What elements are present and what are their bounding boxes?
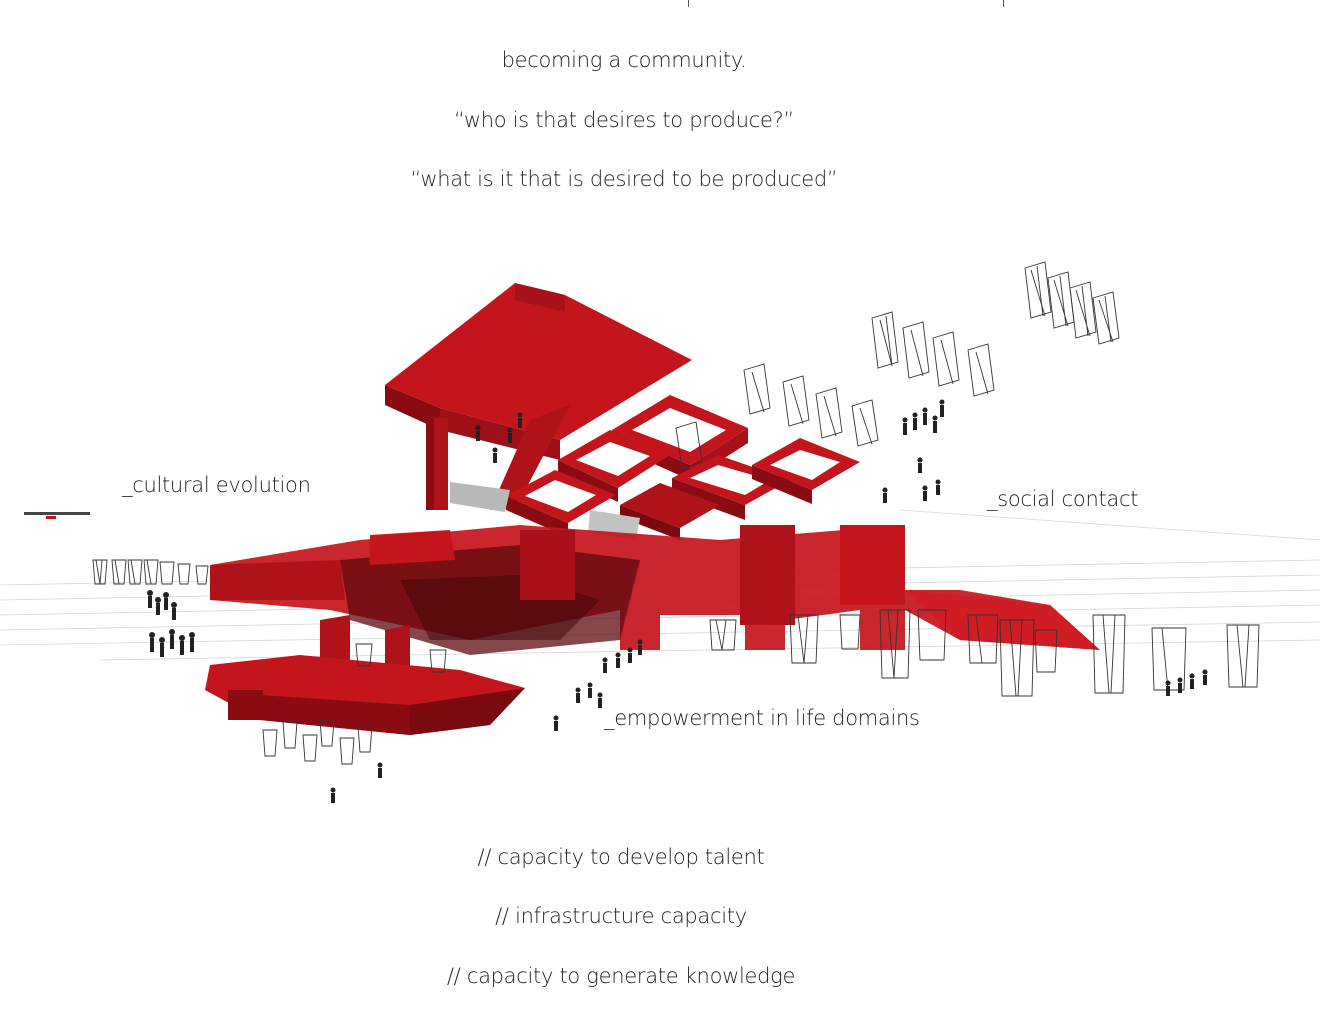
label-empowerment: _empowerment in life domains <box>604 706 920 730</box>
capacity-talent: // capacity to develop talent <box>477 845 765 869</box>
question-what: “what is it that is desired to be produc… <box>410 167 838 191</box>
top-tick-mark <box>1003 0 1004 7</box>
top-tick-mark <box>688 0 689 7</box>
label-social-contact: _social contact <box>987 487 1139 511</box>
top-slab <box>385 283 692 510</box>
capacity-knowledge: // capacity to generate knowledge <box>446 964 796 988</box>
question-who: “who is that desires to produce?” <box>454 108 794 132</box>
title-text: becoming a community. <box>501 48 747 72</box>
label-cultural-evolution: _cultural evolution <box>122 473 311 497</box>
wireframe-columns <box>92 261 1260 765</box>
ring-frames <box>506 395 860 540</box>
capacity-infrastructure: // infrastructure capacity <box>495 904 747 928</box>
grey-connector <box>450 482 510 512</box>
lower-structure <box>205 615 525 735</box>
scale-bar <box>24 512 90 519</box>
middle-platform <box>210 525 1100 655</box>
people-figures <box>147 399 1208 803</box>
